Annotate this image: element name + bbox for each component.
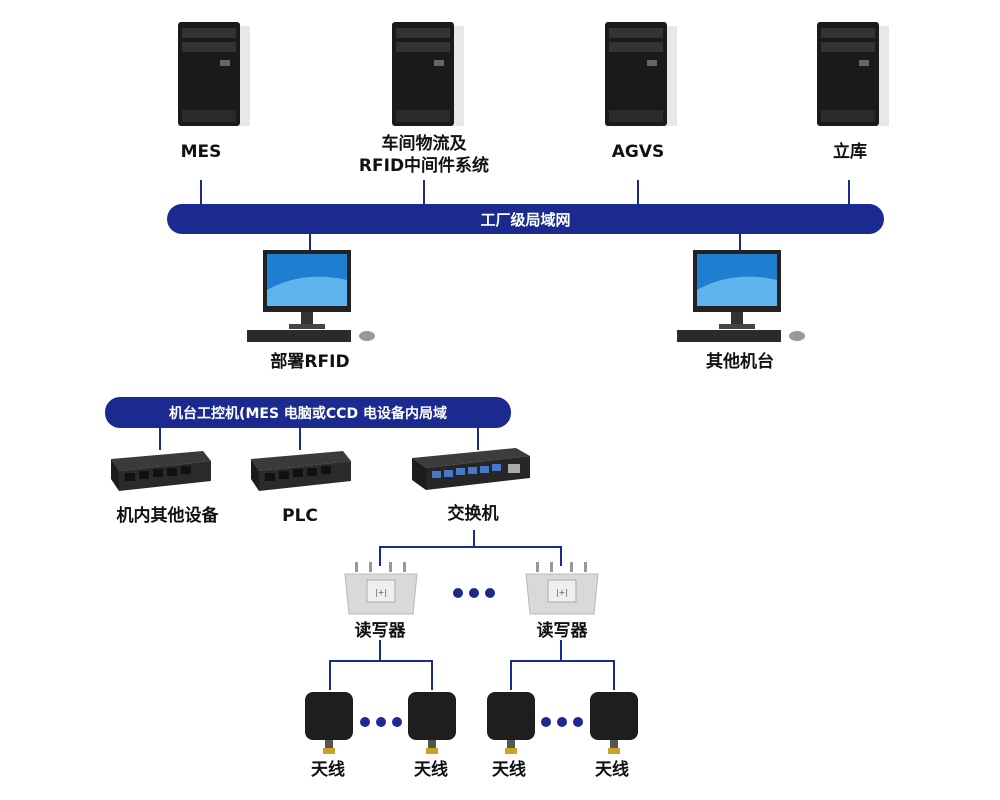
server-tower-icon — [392, 22, 464, 126]
server-label-middleware-line1: 车间物流及 — [381, 134, 467, 154]
device-label-other: 机内其他设备 — [116, 506, 219, 526]
reader-label-1: 读写器 — [354, 621, 406, 641]
rfid-reader-icon: |+| — [525, 562, 599, 615]
rfid-reader-icon: |+| — [344, 562, 418, 615]
antenna-icon — [590, 692, 638, 754]
reader-label-2: 读写器 — [536, 621, 588, 641]
reader1-antenna1-link — [329, 640, 381, 690]
switch-reader1-link — [379, 530, 475, 566]
ellipsis-dots-icon — [453, 588, 495, 598]
antenna-label-4: 天线 — [595, 760, 629, 780]
workstation-label-other: 其他机台 — [706, 352, 774, 372]
desktop-computer-icon — [677, 250, 805, 342]
factory-lan-bus: 工厂级局域网 — [167, 204, 884, 234]
antenna-label-2: 天线 — [414, 760, 448, 780]
reader2-antenna3-link — [510, 640, 562, 690]
desktop-computer-icon — [247, 250, 375, 342]
server-tower-icon — [178, 22, 250, 126]
reader2-antenna4-link — [561, 660, 615, 690]
antenna-icon — [408, 692, 456, 754]
server-tower-icon — [817, 22, 889, 126]
server-label-agvs: AGVS — [611, 142, 665, 162]
antenna-label-3: 天线 — [492, 760, 526, 780]
server-label-mes: MES — [180, 142, 222, 162]
ellipsis-dots-icon — [541, 717, 583, 727]
antenna-icon — [305, 692, 353, 754]
antenna-label-1: 天线 — [311, 760, 345, 780]
machine-lan-bus: 机台工控机(MES 电脑或CCD 电设备内局域 — [105, 397, 511, 428]
antenna-icon — [487, 692, 535, 754]
workstation-label-rfid: 部署RFID — [270, 352, 350, 372]
svg-text:|+|: |+| — [375, 588, 387, 597]
svg-text:|+|: |+| — [556, 588, 568, 597]
ellipsis-dots-icon — [360, 717, 402, 727]
ethernet-device-icon — [111, 451, 211, 491]
server-tower-icon — [605, 22, 677, 126]
server-label-warehouse: 立库 — [833, 142, 867, 162]
network-switch-icon — [412, 448, 530, 490]
reader1-antenna2-link — [380, 660, 433, 690]
device-label-switch: 交换机 — [447, 504, 499, 524]
device-label-plc: PLC — [282, 506, 318, 526]
switch-reader2-link — [474, 546, 562, 566]
server-label-middleware-line2: RFID中间件系统 — [358, 156, 490, 176]
plc-device-icon — [251, 451, 351, 491]
